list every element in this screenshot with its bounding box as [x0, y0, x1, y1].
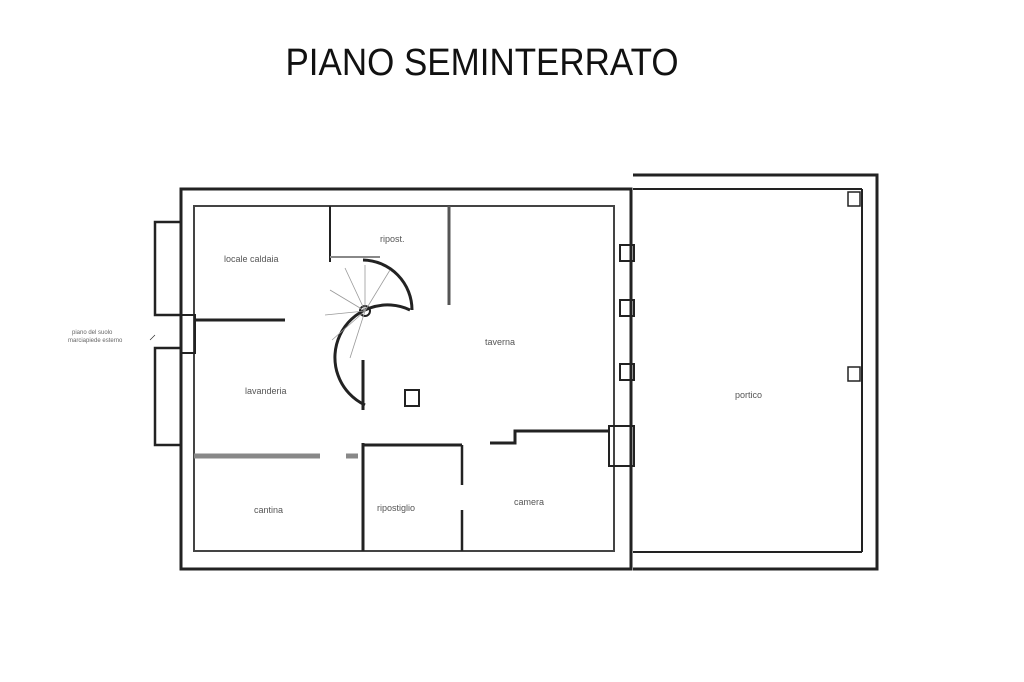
room-label-caldaia: locale caldaia — [224, 254, 279, 264]
room-label-ripost: ripost. — [380, 234, 405, 244]
pillar — [619, 299, 635, 317]
room-label-camera: camera — [514, 497, 544, 507]
walls — [149, 173, 879, 571]
annotation-line1: piano del suolo — [72, 330, 113, 336]
pillar — [619, 363, 635, 381]
portico-outline — [633, 173, 879, 571]
light-well — [153, 220, 181, 317]
room-label-ripostiglio: ripostiglio — [377, 503, 415, 513]
pillar — [619, 244, 635, 262]
column — [404, 389, 420, 407]
room-label-portico: portico — [735, 390, 762, 400]
pillar — [608, 425, 635, 467]
annotation-line2: marciapiede esterno — [68, 338, 123, 344]
drawing-title: PIANO SEMINTERRATO — [285, 42, 679, 84]
room-label-lavanderia: lavanderia — [245, 386, 287, 396]
room-label-cantina: cantina — [254, 505, 283, 515]
spiral-stair — [333, 303, 411, 407]
room-label-taverna: taverna — [485, 337, 515, 347]
inner-wall — [193, 205, 615, 552]
light-well — [153, 346, 181, 447]
